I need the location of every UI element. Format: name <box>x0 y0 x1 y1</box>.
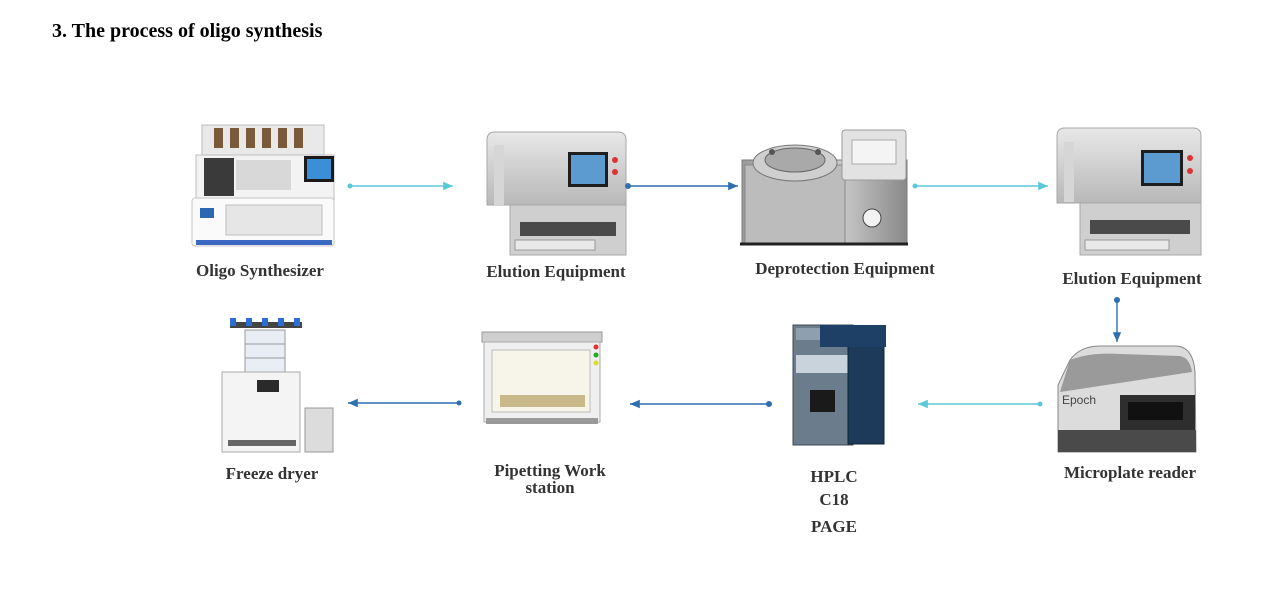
freeze-dryer-image <box>221 318 334 453</box>
elution-equipment-2-image <box>1056 127 1202 256</box>
label-hplc: HPLC <box>810 467 858 486</box>
label-freeze-dryer: Freeze dryer <box>225 464 319 483</box>
elution-equipment-1-image <box>486 131 627 256</box>
pipetting-station-image <box>481 331 603 424</box>
microplate-reader-image <box>1057 345 1197 453</box>
label-c18: C18 <box>819 490 849 509</box>
label-elution-equipment-1: Elution Equipment <box>486 262 626 281</box>
deprotection-equipment-image <box>740 129 908 246</box>
arrow-elution-to-deprotection <box>625 181 738 191</box>
hplc-image <box>792 324 886 446</box>
label-pipetting-station: station <box>525 478 575 497</box>
label-elution-equipment-2: Elution Equipment <box>1062 269 1202 288</box>
arrow-microplate-to-hplc <box>918 399 1043 409</box>
label-oligo-synthesizer: Oligo Synthesizer <box>196 261 324 280</box>
microplate-brand-label: Epoch <box>1062 393 1097 407</box>
label-microplate-reader: Microplate reader <box>1063 463 1196 482</box>
arrow-synth-to-elution <box>347 181 453 191</box>
arrow-deprotection-to-elution <box>912 181 1048 191</box>
label-pipetting-work: Pipetting Work <box>494 461 606 480</box>
label-page: PAGE <box>811 517 857 536</box>
label-deprotection-equipment: Deprotection Equipment <box>755 259 935 278</box>
arrow-hplc-to-pipetting <box>630 399 772 409</box>
page-title: 3. The process of oligo synthesis <box>52 20 323 42</box>
arrow-elution-to-microplate <box>1112 297 1122 342</box>
oligo-synthesizer-image <box>191 124 335 247</box>
arrow-pipetting-to-freeze-dryer <box>348 398 462 408</box>
